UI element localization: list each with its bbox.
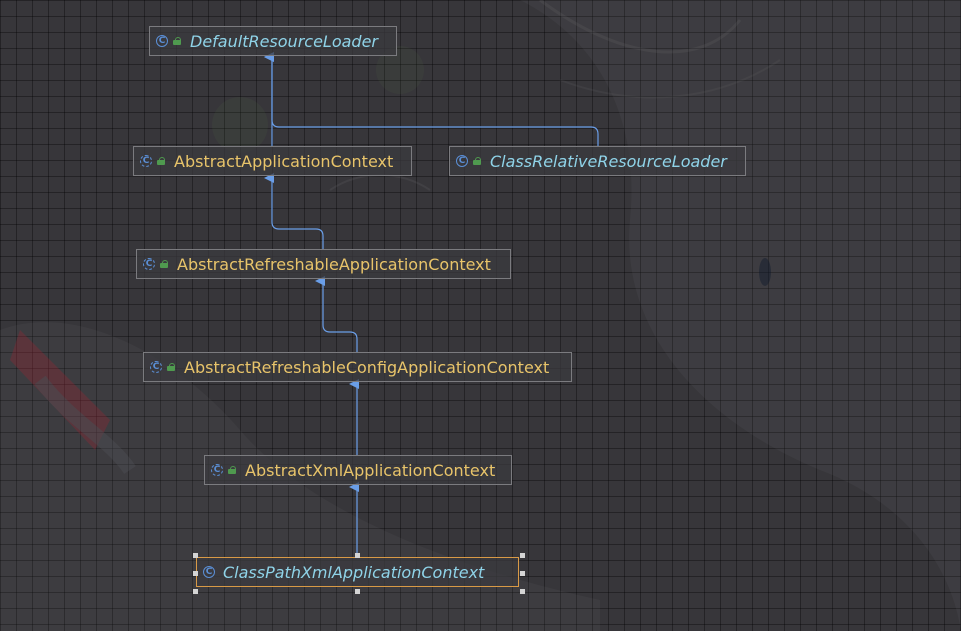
class-icon: C [201,564,217,580]
abstract-class-icon: C [141,256,157,272]
node-class-relative-resource-loader[interactable]: C ClassRelativeResourceLoader [449,146,746,176]
public-visibility-icon [159,259,169,269]
node-label: AbstractRefreshableApplicationContext [177,254,491,274]
resize-handle-top-right[interactable] [520,553,525,558]
node-class-path-xml-application-context[interactable]: C ClassPathXmlApplicationContext [196,557,519,587]
class-icon: C [454,153,470,169]
node-abstract-refreshable-config-application-context[interactable]: C AbstractRefreshableConfigApplicationCo… [143,352,572,382]
public-visibility-icon [227,465,237,475]
node-label: DefaultResourceLoader [190,31,378,51]
edge-abstract-refreshable-application-context [264,173,324,249]
node-abstract-refreshable-application-context[interactable]: C AbstractRefreshableApplicationContext [136,249,511,279]
resize-handle-bottom[interactable] [355,589,360,594]
abstract-class-icon: C [209,462,225,478]
public-visibility-icon [172,36,182,46]
abstract-class-icon: C [148,359,164,375]
public-visibility-icon [166,362,176,372]
node-default-resource-loader[interactable]: C DefaultResourceLoader [149,26,397,56]
node-label: ClassPathXmlApplicationContext [223,562,485,582]
resize-handle-right[interactable] [520,571,525,576]
resize-handle-bottom-left[interactable] [193,589,198,594]
edge-abstract-refreshable-config-application-context [315,276,358,352]
public-visibility-icon [472,156,482,166]
node-label: AbstractXmlApplicationContext [245,460,496,480]
edge-class-relative-resource-loader [264,52,599,146]
node-abstract-application-context[interactable]: C AbstractApplicationContext [133,146,412,176]
class-icon: C [154,33,170,49]
public-visibility-icon [156,156,166,166]
abstract-class-icon: C [138,153,154,169]
node-label: ClassRelativeResourceLoader [490,151,727,171]
resize-handle-top-left[interactable] [193,553,198,558]
resize-handle-top[interactable] [355,553,360,558]
node-abstract-xml-application-context[interactable]: C AbstractXmlApplicationContext [204,455,512,485]
node-label: AbstractApplicationContext [174,151,394,171]
node-label: AbstractRefreshableConfigApplicationCont… [184,357,550,377]
resize-handle-bottom-right[interactable] [520,589,525,594]
resize-handle-left[interactable] [193,571,198,576]
